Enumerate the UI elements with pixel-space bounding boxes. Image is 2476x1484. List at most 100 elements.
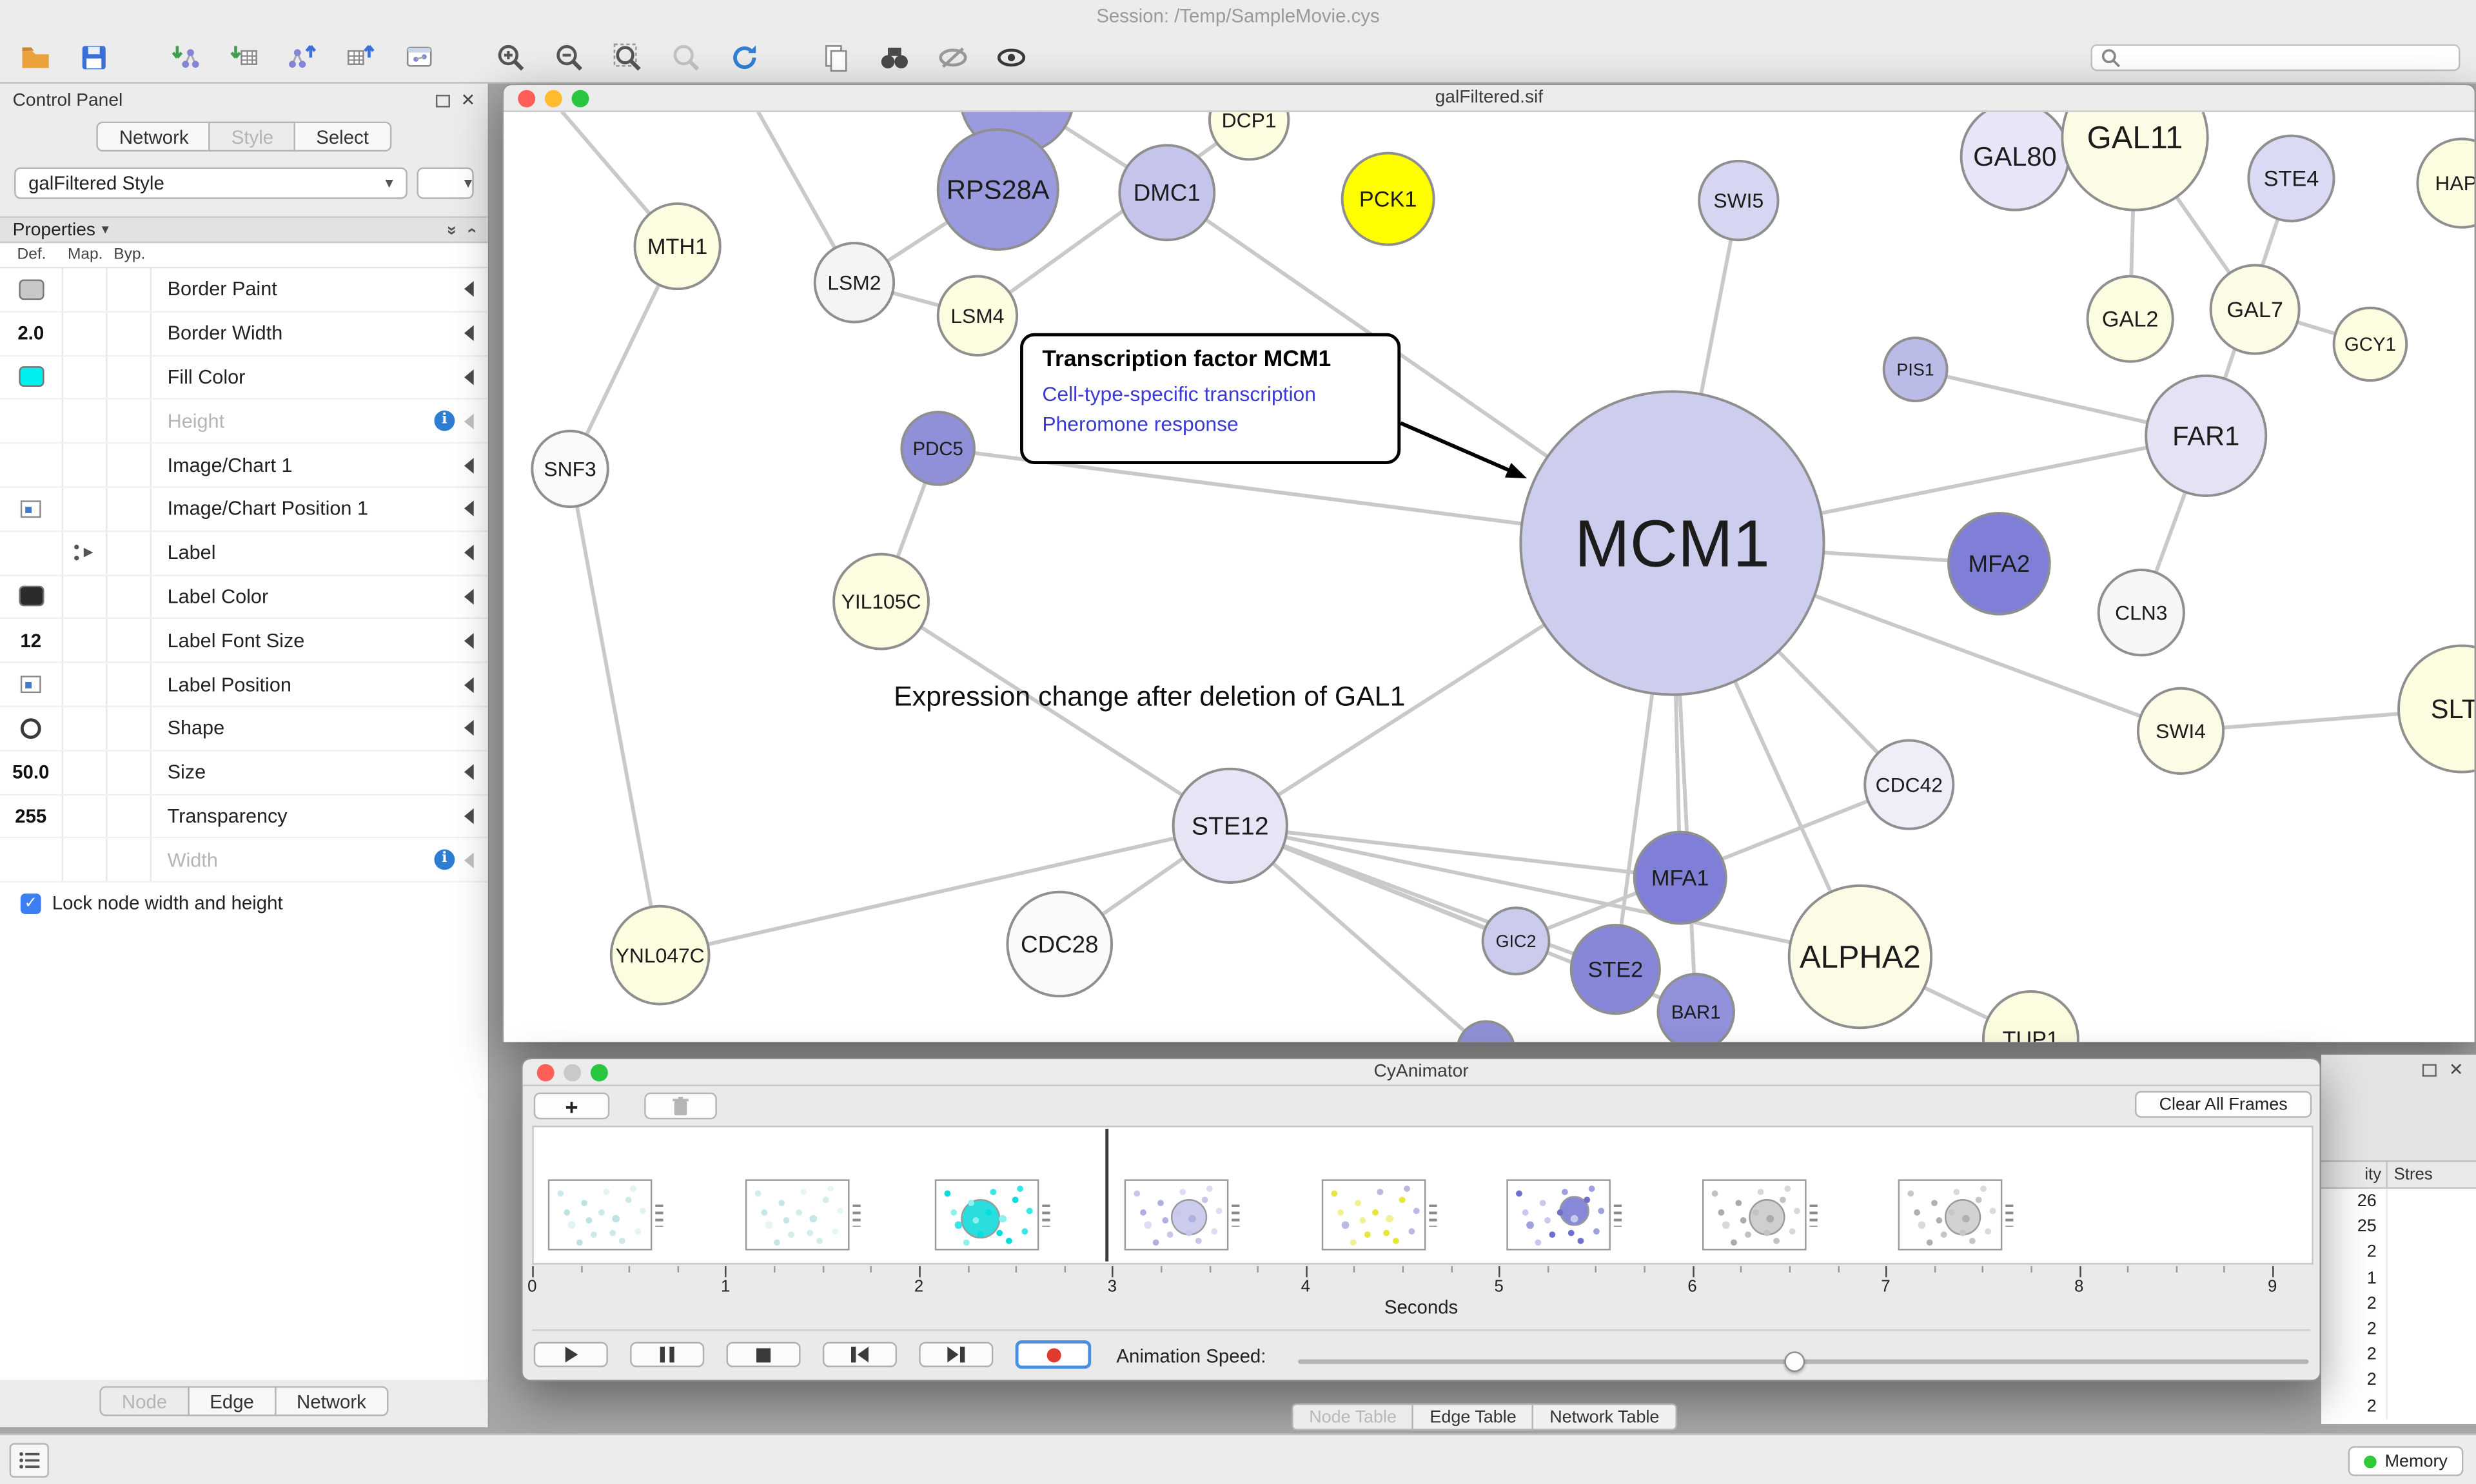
property-row-label-position[interactable]: Label Position: [0, 663, 488, 708]
bypass-cell[interactable]: [108, 751, 152, 794]
properties-header[interactable]: Properties ▾ » ›: [0, 216, 488, 244]
lock-size-row[interactable]: ✓ Lock node width and height: [0, 883, 488, 914]
table-row[interactable]: 2: [2321, 1240, 2476, 1266]
info-icon[interactable]: i: [434, 411, 455, 432]
mapping-cell[interactable]: [63, 356, 108, 399]
default-cell[interactable]: 12: [0, 619, 63, 662]
bypass-cell[interactable]: [108, 487, 152, 531]
network-node-SLT2[interactable]: SLT2: [2397, 644, 2475, 774]
network-node-CLN3[interactable]: CLN3: [2097, 569, 2185, 657]
zoom-in-button[interactable]: [491, 38, 529, 76]
property-row-shape[interactable]: Shape: [0, 707, 488, 752]
refresh-view-button[interactable]: [725, 38, 763, 76]
network-node-LSM4[interactable]: LSM4: [936, 275, 1019, 356]
network-node-PIS1[interactable]: PIS1: [1882, 337, 1949, 403]
frame-resize-grip[interactable]: [1809, 1204, 1818, 1227]
info-icon[interactable]: i: [434, 850, 455, 871]
network-node-ALPHA2[interactable]: ALPHA2: [1787, 884, 1933, 1030]
maximize-window-button[interactable]: [590, 1064, 608, 1082]
save-session-button[interactable]: [74, 38, 112, 76]
frame-resize-grip[interactable]: [852, 1204, 861, 1227]
network-node-SNF3[interactable]: SNF3: [531, 429, 609, 509]
mapping-icon[interactable]: [73, 543, 97, 562]
network-node-DMC1[interactable]: DMC1: [1118, 144, 1216, 242]
clone-network-button[interactable]: [816, 38, 854, 76]
network-node-FAR1[interactable]: FAR1: [2145, 374, 2268, 497]
add-frame-button[interactable]: +: [533, 1092, 610, 1120]
style-options-button[interactable]: ▾: [417, 167, 474, 199]
annotation-box[interactable]: Transcription factor MCM1 Cell-type-spec…: [1020, 333, 1401, 465]
network-node-YIL105C[interactable]: YIL105C: [832, 552, 930, 650]
network-node-CDC42[interactable]: CDC42: [1863, 739, 1955, 830]
network-node-STE2[interactable]: STE2: [1569, 924, 1661, 1015]
checkbox-checked-icon[interactable]: ✓: [20, 893, 41, 914]
timeline-frame-5[interactable]: [1506, 1179, 1622, 1251]
expand-arrow-icon[interactable]: [464, 413, 474, 429]
timeline-frame-7[interactable]: [1898, 1179, 2014, 1251]
slider-thumb[interactable]: [1783, 1351, 1805, 1372]
property-row-image-chart-position-1[interactable]: Image/Chart Position 1: [0, 487, 488, 532]
bypass-cell[interactable]: [108, 356, 152, 399]
mapping-cell[interactable]: [63, 400, 108, 443]
network-node-CDC28[interactable]: CDC28: [1006, 890, 1114, 998]
default-cell[interactable]: [0, 356, 63, 399]
default-value[interactable]: 2.0: [17, 322, 44, 345]
expand-arrow-icon[interactable]: [464, 676, 474, 693]
annotation-link[interactable]: Pheromone response: [1042, 411, 1239, 436]
table-row[interactable]: 1: [2321, 1265, 2476, 1291]
expand-arrow-icon[interactable]: [464, 325, 474, 342]
mapping-cell[interactable]: [63, 663, 108, 706]
frame-resize-grip[interactable]: [2005, 1204, 2014, 1227]
float-panel-icon[interactable]: [2422, 1064, 2437, 1077]
network-node-GIC2[interactable]: GIC2: [1481, 906, 1551, 975]
network-edge[interactable]: [1230, 823, 1861, 959]
default-cell[interactable]: [0, 575, 63, 618]
network-node-RPS28A[interactable]: RPS28A: [936, 128, 1059, 251]
bypass-cell[interactable]: [108, 795, 152, 837]
tab-select[interactable]: Select: [293, 121, 391, 152]
network-node-GAL7[interactable]: GAL7: [2209, 264, 2301, 355]
clear-all-frames-button[interactable]: Clear All Frames: [2135, 1091, 2312, 1118]
pause-button[interactable]: [630, 1342, 705, 1367]
table-row[interactable]: 2: [2321, 1367, 2476, 1394]
import-network-button[interactable]: [166, 38, 204, 76]
tab-style[interactable]: Style: [209, 121, 296, 152]
bypass-cell[interactable]: [108, 268, 152, 311]
network-node-GCY1[interactable]: GCY1: [2332, 306, 2408, 382]
network-node-SWI4[interactable]: SWI4: [2136, 687, 2225, 775]
frame-resize-grip[interactable]: [655, 1204, 663, 1227]
cyanimator-titlebar[interactable]: CyAnimator: [522, 1059, 2320, 1086]
expand-arrow-icon[interactable]: [464, 281, 474, 298]
default-cell[interactable]: [0, 487, 63, 531]
maximize-window-button[interactable]: [571, 90, 589, 108]
tab-edge[interactable]: Edge: [187, 1386, 277, 1416]
network-node-SWI5[interactable]: SWI5: [1698, 159, 1780, 242]
bypass-cell[interactable]: [108, 619, 152, 662]
default-color-swatch[interactable]: [18, 279, 44, 300]
tab-edge-table[interactable]: Edge Table: [1412, 1403, 1534, 1430]
property-row-label[interactable]: Label: [0, 531, 488, 576]
network-node-MTH1[interactable]: MTH1: [633, 202, 722, 291]
playhead[interactable]: [1106, 1129, 1108, 1262]
tab-network[interactable]: Network: [97, 121, 211, 152]
default-cell[interactable]: 255: [0, 795, 63, 837]
network-node-HAP4[interactable]: HAP4: [2416, 137, 2475, 229]
style-selector[interactable]: galFiltered Style ▾: [14, 167, 408, 199]
timeline-frame-0[interactable]: [547, 1179, 663, 1251]
zoom-out-button[interactable]: [549, 38, 587, 76]
default-cell[interactable]: [0, 444, 63, 487]
network-node-DCP1[interactable]: DCP1: [1208, 112, 1290, 161]
table-row[interactable]: 2: [2321, 1342, 2476, 1368]
memory-button[interactable]: Memory: [2348, 1446, 2464, 1476]
timeline-frame-2[interactable]: [934, 1179, 1050, 1251]
default-cell[interactable]: [0, 663, 63, 706]
default-cell[interactable]: [0, 400, 63, 443]
bypass-cell[interactable]: [108, 400, 152, 443]
network-node-MCM1[interactable]: MCM1: [1519, 390, 1825, 696]
network-graph[interactable]: RPS28BDCP1RPS28ADMC1PCK1SWI5GAL80GAL11ST…: [504, 112, 2475, 1042]
network-edge[interactable]: [879, 600, 1232, 828]
timeline-frame-4[interactable]: [1321, 1179, 1437, 1251]
